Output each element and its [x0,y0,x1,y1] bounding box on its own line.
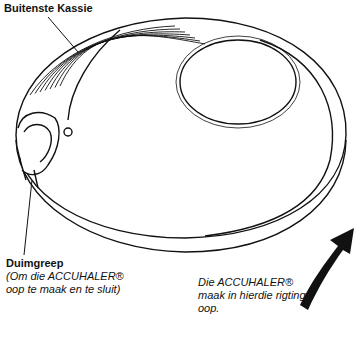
part-label: Duimgreep [6,257,126,270]
grip-ridge [55,36,200,88]
device-outline [16,18,346,252]
leader-line [48,17,78,52]
part-label: Buitenste Kassie [4,2,144,15]
direction-note: Die ACCUHALER® maak in hierdie rigting o… [198,276,318,315]
part-note: (Om die ACCUHALER® oop te maak en te slu… [6,270,136,296]
grip-ridge [60,35,205,86]
direction-arrow [300,228,354,310]
grip-ridges [30,26,205,95]
leader-line [24,180,32,255]
grip-ridge [45,34,190,91]
